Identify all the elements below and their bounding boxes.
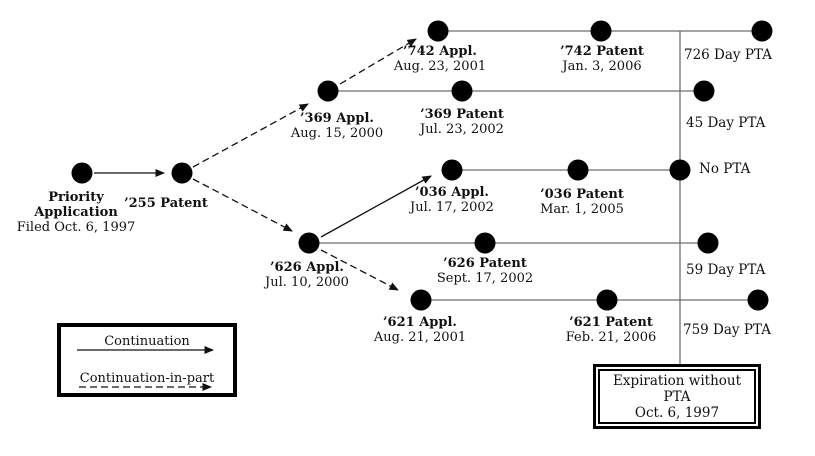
node-369-appl-dot (317, 80, 339, 102)
label-036-patent: ’036 Patent Mar. 1, 2005 (522, 187, 642, 217)
node-742-patent-dot (590, 20, 612, 42)
label-626-appl-title: ’626 Appl. (270, 260, 344, 275)
node-742-pta-end-dot (751, 20, 773, 42)
legend-continuation-label: Continuation (104, 334, 190, 349)
legend-box (57, 323, 237, 397)
pta-label-759-day: 759 Day PTA (683, 322, 771, 338)
node-626-appl-dot (298, 232, 320, 254)
label-369-appl: ’369 Appl. Aug. 15, 2000 (277, 111, 397, 141)
label-621-patent-title: ’621 Patent (569, 315, 653, 330)
label-priority-date: Filed Oct. 6, 1997 (16, 220, 136, 235)
expiration-line3: Oct. 6, 1997 (634, 404, 720, 421)
label-255-title: ’255 Patent (124, 196, 208, 211)
label-621-patent-date: Feb. 21, 2006 (565, 330, 657, 345)
label-036-appl: ’036 Appl. Jul. 17, 2002 (392, 185, 512, 215)
label-742-appl: ’742 Appl. Aug. 23, 2001 (380, 44, 500, 74)
label-742-patent-date: Jan. 3, 2006 (562, 59, 642, 74)
node-priority-dot (71, 162, 93, 184)
pta-label-59-day: 59 Day PTA (686, 262, 766, 278)
legend-cip-label: Continuation-in-part (79, 371, 215, 386)
label-369-appl-date: Aug. 15, 2000 (290, 126, 384, 141)
edge-369-to-742-cip-arrow (339, 38, 417, 85)
node-369-pta-end-dot (693, 80, 715, 102)
label-626-patent-date: Sept. 17, 2002 (436, 271, 534, 286)
label-626-patent-title: ’626 Patent (443, 256, 527, 271)
label-369-patent: ’369 Patent Jul. 23, 2002 (402, 107, 522, 137)
label-priority-title: Priority Application (34, 190, 118, 220)
node-742-appl-dot (427, 20, 449, 42)
node-621-pta-end-dot (747, 289, 769, 311)
node-621-appl-dot (410, 289, 432, 311)
node-036-pta-end-dot (669, 159, 691, 181)
label-255-patent: ’255 Patent (106, 196, 226, 211)
pta-label-no-pta: No PTA (699, 161, 751, 177)
label-621-appl: ’621 Appl. Aug. 21, 2001 (360, 315, 480, 345)
node-626-patent-dot (474, 232, 496, 254)
label-369-patent-title: ’369 Patent (420, 107, 504, 122)
node-369-patent-dot (451, 80, 473, 102)
pta-label-45-day: 45 Day PTA (686, 115, 766, 131)
edge-626-to-036-continuation-arrow (320, 175, 432, 238)
label-621-patent: ’621 Patent Feb. 21, 2006 (551, 315, 671, 345)
node-255-patent-dot (171, 162, 193, 184)
label-742-patent: ’742 Patent Jan. 3, 2006 (542, 44, 662, 74)
node-036-patent-dot (567, 159, 589, 181)
edge-626-to-621-cip-arrow (320, 249, 399, 291)
label-626-appl: ’626 Appl. Jul. 10, 2000 (247, 260, 367, 290)
pta-label-726-day: 726 Day PTA (684, 47, 772, 63)
label-priority-application: Priority Application Filed Oct. 6, 1997 (11, 190, 141, 235)
label-621-appl-date: Aug. 21, 2001 (373, 330, 467, 345)
expiration-line1: Expiration without (612, 372, 742, 389)
label-369-patent-date: Jul. 23, 2002 (420, 122, 504, 137)
node-626-pta-end-dot (697, 232, 719, 254)
label-626-patent: ’626 Patent Sept. 17, 2002 (425, 256, 545, 286)
node-621-patent-dot (596, 289, 618, 311)
label-036-patent-date: Mar. 1, 2005 (540, 202, 624, 217)
edge-255-to-626-cip-arrow (192, 178, 293, 232)
expiration-line2: PTA (663, 388, 691, 405)
label-742-appl-title: ’742 Appl. (403, 44, 477, 59)
expiration-box: Expiration without PTA Oct. 6, 1997 (593, 364, 761, 429)
label-036-appl-title: ’036 Appl. (415, 185, 489, 200)
label-742-patent-title: ’742 Patent (560, 44, 644, 59)
label-626-appl-date: Jul. 10, 2000 (265, 275, 349, 290)
node-036-appl-dot (441, 159, 463, 181)
label-036-patent-title: ’036 Patent (540, 187, 624, 202)
label-621-appl-title: ’621 Appl. (383, 315, 457, 330)
label-369-appl-title: ’369 Appl. (300, 111, 374, 126)
expiration-box-inner: Expiration without PTA Oct. 6, 1997 (598, 369, 756, 424)
label-036-appl-date: Jul. 17, 2002 (410, 200, 494, 215)
label-742-appl-date: Aug. 23, 2001 (393, 59, 487, 74)
